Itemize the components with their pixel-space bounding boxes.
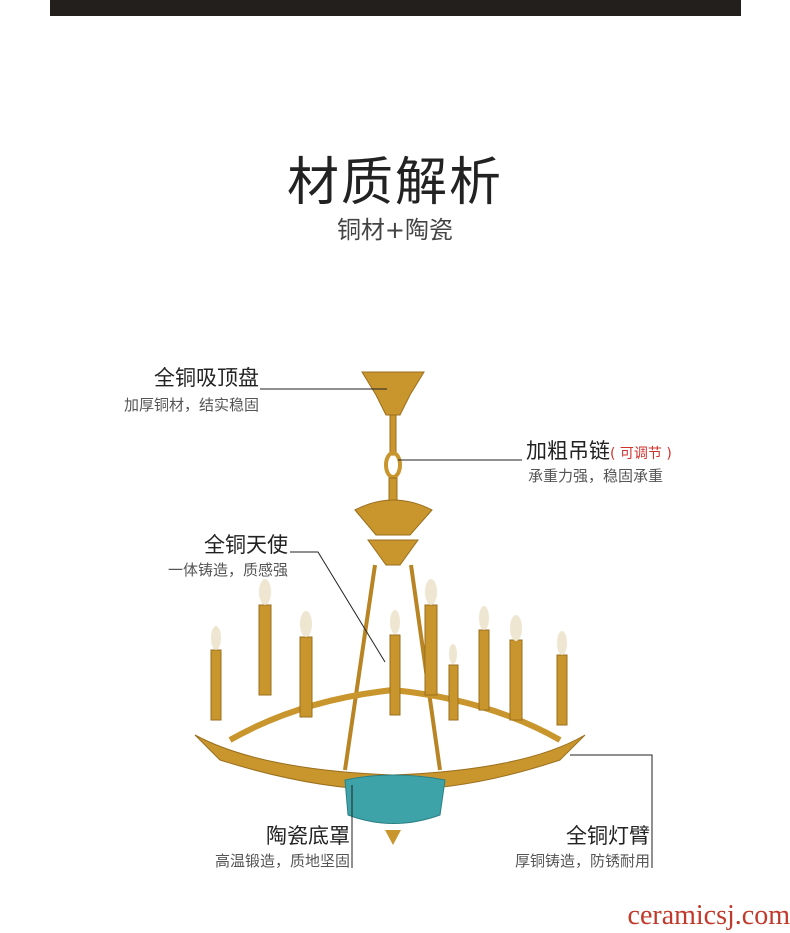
watermark: ceramicsj.com: [627, 900, 790, 931]
page-title: 材质解析: [286, 153, 503, 213]
callout-ceiling-plate-desc: 加厚铜材，结实稳固: [123, 396, 259, 414]
callout-ceramic-title: 陶瓷底罩: [266, 824, 350, 848]
callout-chain-note: ( 可调节 ): [610, 446, 672, 462]
callout-arm-desc: 厚铜铸造，防锈耐用: [514, 852, 650, 870]
callout-ceramic-desc: 高温锻造，质地坚固: [214, 852, 350, 870]
callout-chain-title: 加粗吊链( 可调节 ): [526, 435, 672, 465]
top-banner: [50, 0, 741, 16]
callout-arm-title: 全铜灯臂: [566, 824, 650, 848]
callout-chain-desc: 承重力强，稳固承重: [528, 467, 664, 485]
callout-chain-title-text: 加粗吊链: [526, 439, 610, 463]
page-subtitle: 铜材+陶瓷: [336, 216, 454, 244]
callout-ceiling-plate-title: 全铜吸顶盘: [154, 366, 259, 390]
callout-angel-desc: 一体铸造，质感强: [167, 561, 288, 579]
callout-angel-title: 全铜天使: [204, 533, 288, 557]
